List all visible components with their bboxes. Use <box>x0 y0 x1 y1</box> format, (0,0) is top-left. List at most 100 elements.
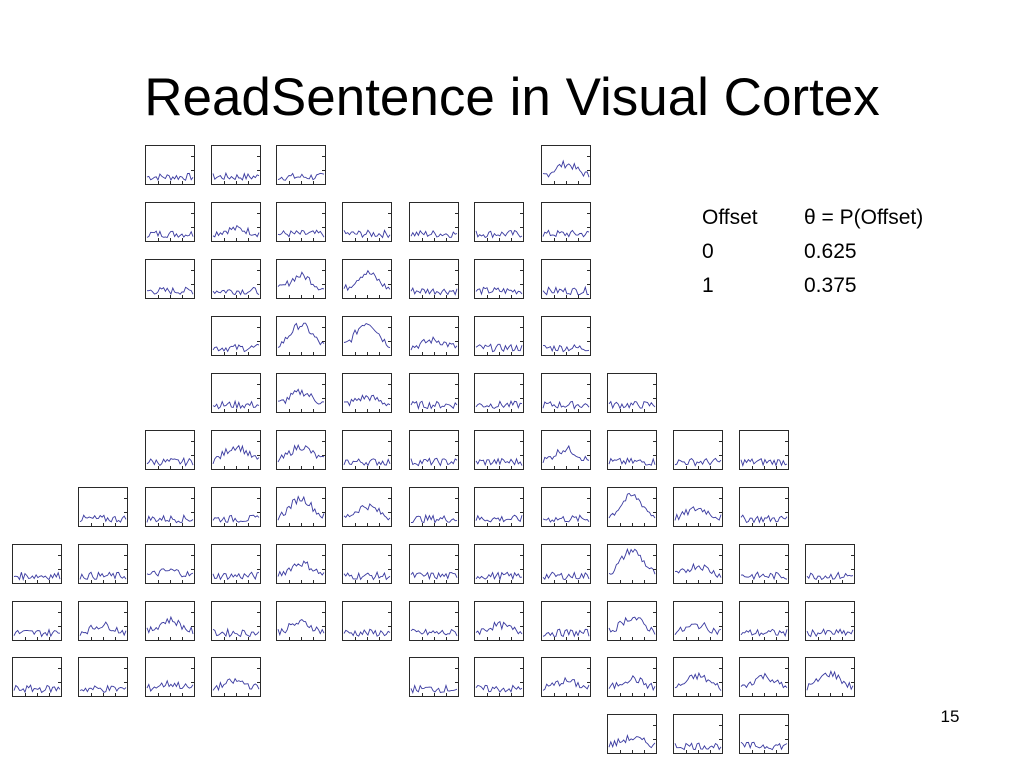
response-trace <box>542 628 590 638</box>
axis-tick <box>578 181 579 184</box>
response-trace-plot <box>277 172 325 181</box>
axis-tick <box>355 466 356 469</box>
axis-tick <box>322 156 325 157</box>
axis-tick <box>257 227 260 228</box>
response-trace-plot <box>674 562 722 578</box>
axis-tick <box>388 384 391 385</box>
response-trace-plot <box>343 394 391 407</box>
response-trace-plot <box>13 684 61 694</box>
axis-tick <box>499 352 500 355</box>
axis-tick <box>422 693 423 696</box>
axis-tick <box>620 693 621 696</box>
axis-tick <box>785 441 788 442</box>
axis-tick <box>248 637 249 640</box>
axis-tick <box>103 637 104 640</box>
axis-tick <box>289 181 290 184</box>
response-trace <box>212 399 260 410</box>
axis-tick <box>191 170 194 171</box>
axis-tick <box>587 284 590 285</box>
response-panel <box>409 657 459 697</box>
axis-tick <box>446 295 447 298</box>
axis-tick <box>455 227 458 228</box>
axis-tick <box>587 270 590 271</box>
axis-tick <box>587 455 590 456</box>
axis-tick <box>58 612 61 613</box>
axis-tick <box>388 498 391 499</box>
response-trace-plot <box>13 571 61 582</box>
axis-tick <box>455 555 458 556</box>
response-trace <box>212 343 260 353</box>
axis-tick <box>785 739 788 740</box>
response-trace <box>146 456 194 467</box>
response-panel <box>145 202 195 242</box>
response-trace-plot <box>608 547 656 575</box>
axis-tick <box>434 352 435 355</box>
response-trace-plot <box>146 514 194 524</box>
response-panel <box>145 657 195 697</box>
axis-tick <box>511 466 512 469</box>
axis-tick <box>554 295 555 298</box>
response-panel <box>739 544 789 584</box>
response-trace <box>542 571 590 581</box>
axis-tick <box>719 498 722 499</box>
axis-tick <box>257 327 260 328</box>
axis-tick <box>764 750 765 753</box>
axis-tick <box>511 637 512 640</box>
response-panel <box>145 145 195 185</box>
response-trace <box>343 570 391 581</box>
response-panel <box>12 601 62 641</box>
response-panel <box>211 202 261 242</box>
axis-tick <box>455 512 458 513</box>
axis-tick <box>785 668 788 669</box>
axis-tick <box>511 352 512 355</box>
axis-tick <box>587 682 590 683</box>
axis-tick <box>818 580 819 583</box>
axis-tick <box>289 295 290 298</box>
axis-tick <box>487 693 488 696</box>
axis-tick <box>566 181 567 184</box>
axis-tick <box>785 498 788 499</box>
response-trace <box>146 514 194 524</box>
response-trace-plot <box>146 615 194 635</box>
axis-tick <box>322 270 325 271</box>
axis-tick <box>785 455 788 456</box>
response-panel <box>673 601 723 641</box>
axis-tick <box>455 284 458 285</box>
axis-tick <box>170 181 171 184</box>
response-trace-plot <box>13 628 61 638</box>
axis-tick <box>785 682 788 683</box>
response-panel <box>474 657 524 697</box>
response-trace-plot <box>212 286 260 296</box>
response-panel <box>541 373 591 413</box>
axis-tick <box>587 626 590 627</box>
axis-tick <box>124 682 127 683</box>
axis-tick <box>587 668 590 669</box>
axis-tick <box>785 626 788 627</box>
response-trace-plot <box>212 444 260 465</box>
response-trace <box>277 172 325 181</box>
response-trace-plot <box>410 457 458 467</box>
response-panel <box>474 430 524 470</box>
axis-tick <box>355 295 356 298</box>
axis-tick <box>644 693 645 696</box>
response-panel <box>739 657 789 697</box>
axis-tick <box>554 693 555 696</box>
axis-tick <box>632 693 633 696</box>
axis-tick <box>653 441 656 442</box>
axis-tick <box>301 352 302 355</box>
axis-tick <box>58 668 61 669</box>
axis-tick <box>653 739 656 740</box>
axis-tick <box>257 555 260 556</box>
response-trace <box>542 400 590 410</box>
response-trace-plot <box>674 457 722 467</box>
axis-tick <box>257 398 260 399</box>
axis-tick <box>313 181 314 184</box>
axis-tick <box>103 580 104 583</box>
axis-tick <box>236 352 237 355</box>
response-panel <box>276 145 326 185</box>
axis-tick <box>289 352 290 355</box>
axis-tick <box>520 569 523 570</box>
axis-tick <box>236 523 237 526</box>
axis-tick <box>434 637 435 640</box>
response-trace <box>212 571 260 581</box>
